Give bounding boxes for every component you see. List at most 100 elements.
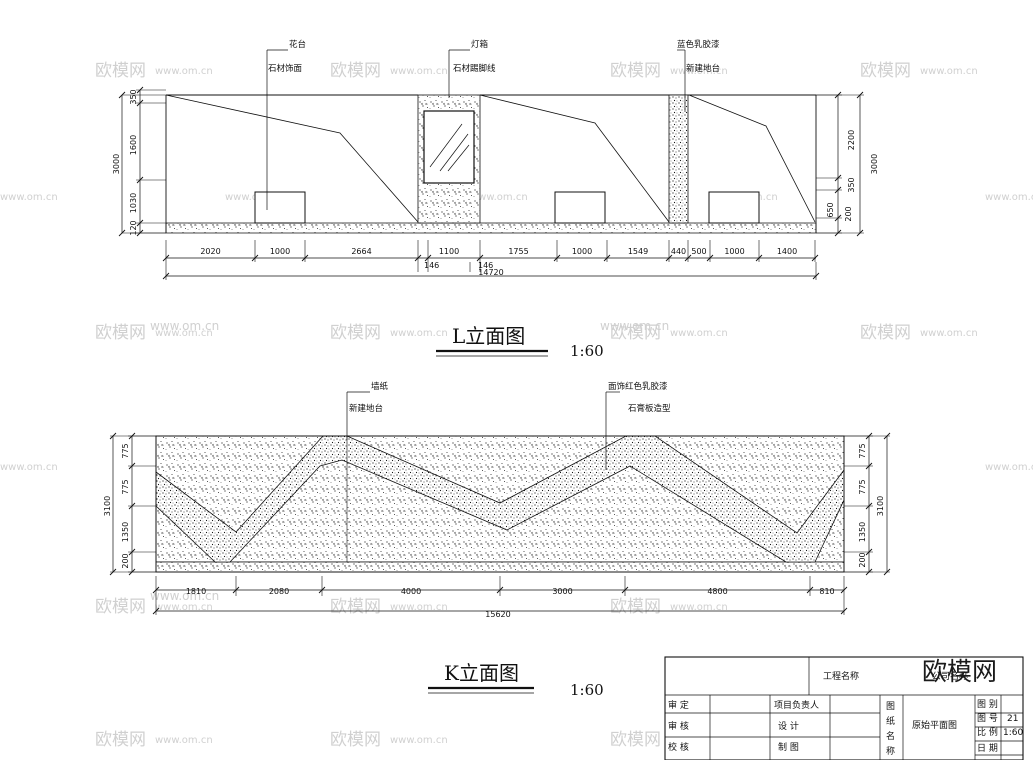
watermark-url: www.om.cn xyxy=(155,328,213,339)
dim-bottom: 440 xyxy=(671,247,686,256)
tb-tuzhi-char: 纸 xyxy=(886,715,895,727)
title-L: L立面图 xyxy=(452,324,525,348)
dim-bottom: 1000 xyxy=(724,247,744,256)
tb-jiaodui: 校 核 xyxy=(668,741,689,753)
dim-bottom: 1400 xyxy=(777,247,797,256)
dim-right: 200 xyxy=(858,552,867,567)
dim-right: 200 xyxy=(844,206,853,221)
dim-right: 775 xyxy=(858,443,867,458)
dim-small: 146 xyxy=(478,261,493,270)
dim-tick xyxy=(603,254,611,262)
dim-tick xyxy=(856,91,864,99)
glass-hatch xyxy=(429,123,463,168)
dim-tick xyxy=(136,219,144,227)
note-new-platform: 新建地台 xyxy=(349,403,383,414)
watermark-url: www.om.cn xyxy=(150,319,219,333)
dim-tick xyxy=(152,586,160,594)
watermark-url: www.om.cn xyxy=(390,735,448,746)
wall-slope-3 xyxy=(688,94,816,223)
watermark-url: www.om.cn xyxy=(0,192,58,203)
watermark-url: www.om.cn xyxy=(920,328,978,339)
watermark-url: www.om.cn xyxy=(155,735,213,746)
watermark-logo: 欧模网 xyxy=(330,730,381,750)
watermark-url: www.om.cn xyxy=(155,66,213,77)
dim-bottom: 1755 xyxy=(508,247,528,256)
watermark-logo: 欧模网 xyxy=(95,323,146,343)
watermark-url: www.om.cn xyxy=(0,462,58,473)
dim-right: 350 xyxy=(847,177,856,192)
blue-latex-panel xyxy=(668,94,689,224)
dim-bottom: 3000 xyxy=(552,587,572,596)
dim-left: 1030 xyxy=(129,193,138,213)
dim-right: 775 xyxy=(858,479,867,494)
watermark-url: www.om.cn xyxy=(155,602,213,613)
note-blue-latex: 蓝色乳胶漆 xyxy=(677,39,720,50)
dim-left: 3000 xyxy=(112,154,121,174)
dim-bottom: 2080 xyxy=(269,587,289,596)
dim-tick xyxy=(684,254,692,262)
watermark-logo: 欧模网 xyxy=(610,61,661,81)
K-outline xyxy=(155,435,845,573)
dim-bottom: 1100 xyxy=(439,247,459,256)
dim-tick xyxy=(301,254,309,262)
dim-bottom: 2020 xyxy=(200,247,220,256)
scale-L: 1:60 xyxy=(570,342,604,360)
dim-bottom: 1549 xyxy=(628,247,648,256)
tb-tuzhi-char: 名 xyxy=(886,730,895,742)
dim-left: 775 xyxy=(121,479,130,494)
scale-K: 1:60 xyxy=(570,681,604,699)
dim-left: 1600 xyxy=(129,135,138,155)
dim-tick xyxy=(706,254,714,262)
note-wallpaper: 墙纸 xyxy=(371,381,389,392)
dim-tick xyxy=(865,502,873,510)
watermark-url: www.om.cn xyxy=(985,192,1033,203)
glass-hatch xyxy=(439,133,469,172)
dim-tick xyxy=(136,176,144,184)
tb-bili: 比 例 xyxy=(977,726,998,738)
dim-tick xyxy=(136,99,144,107)
dim-tick xyxy=(128,548,136,556)
dim-bottom: 1000 xyxy=(270,247,290,256)
dim-tick xyxy=(109,432,117,440)
dim-bottom: 500 xyxy=(691,247,706,256)
note-stone-facing: 石材饰面 xyxy=(268,63,303,74)
dim-right: 1350 xyxy=(858,522,867,542)
floor-platform xyxy=(155,561,845,573)
dim-tick xyxy=(128,502,136,510)
dim-bottom: 1810 xyxy=(186,587,206,596)
watermark-url: www.om.cn xyxy=(390,66,448,77)
dim-bottom: 1000 xyxy=(572,247,592,256)
watermark-logo: 欧模网 xyxy=(610,730,661,750)
watermark-logo: 欧模网 xyxy=(860,61,911,81)
dim-total: 14720 xyxy=(478,268,503,277)
watermark-url: www.om.cn xyxy=(390,602,448,613)
watermark-logo: 欧模网 xyxy=(95,597,146,617)
dim-tick xyxy=(621,586,629,594)
watermark-url: www.om.cn xyxy=(985,462,1033,473)
tb-tuzhi-char: 称 xyxy=(886,745,895,757)
dim-tick xyxy=(811,254,819,262)
dim-tick xyxy=(865,548,873,556)
dim-tick xyxy=(834,174,842,182)
tb-tuhao: 图 号 xyxy=(977,713,998,724)
tb-company: 公司名称 xyxy=(932,670,968,682)
dim-tick xyxy=(553,254,561,262)
dim-tick xyxy=(834,214,842,222)
tb-tubie: 图 别 xyxy=(977,699,998,710)
dim-bottom: 4800 xyxy=(707,587,727,596)
dim-tick xyxy=(136,229,144,237)
watermark-logo: 欧模网 xyxy=(610,323,661,343)
tb-xiangmu: 项目负责人 xyxy=(774,699,819,711)
tb-bili-value: 1:60 xyxy=(1003,728,1023,738)
watermark-logo: 欧模网 xyxy=(610,597,661,617)
watermark-url: www.om.cn xyxy=(150,589,219,603)
watermark-logo: 欧模网 xyxy=(95,61,146,81)
dim-left: 350 xyxy=(129,89,138,104)
glass-hatch xyxy=(447,144,470,172)
dim-tick xyxy=(496,586,504,594)
tb-shenhe: 审 核 xyxy=(668,720,689,732)
dim-tick xyxy=(883,432,891,440)
planter-1 xyxy=(254,191,306,224)
tb-shending: 审 定 xyxy=(668,699,689,711)
